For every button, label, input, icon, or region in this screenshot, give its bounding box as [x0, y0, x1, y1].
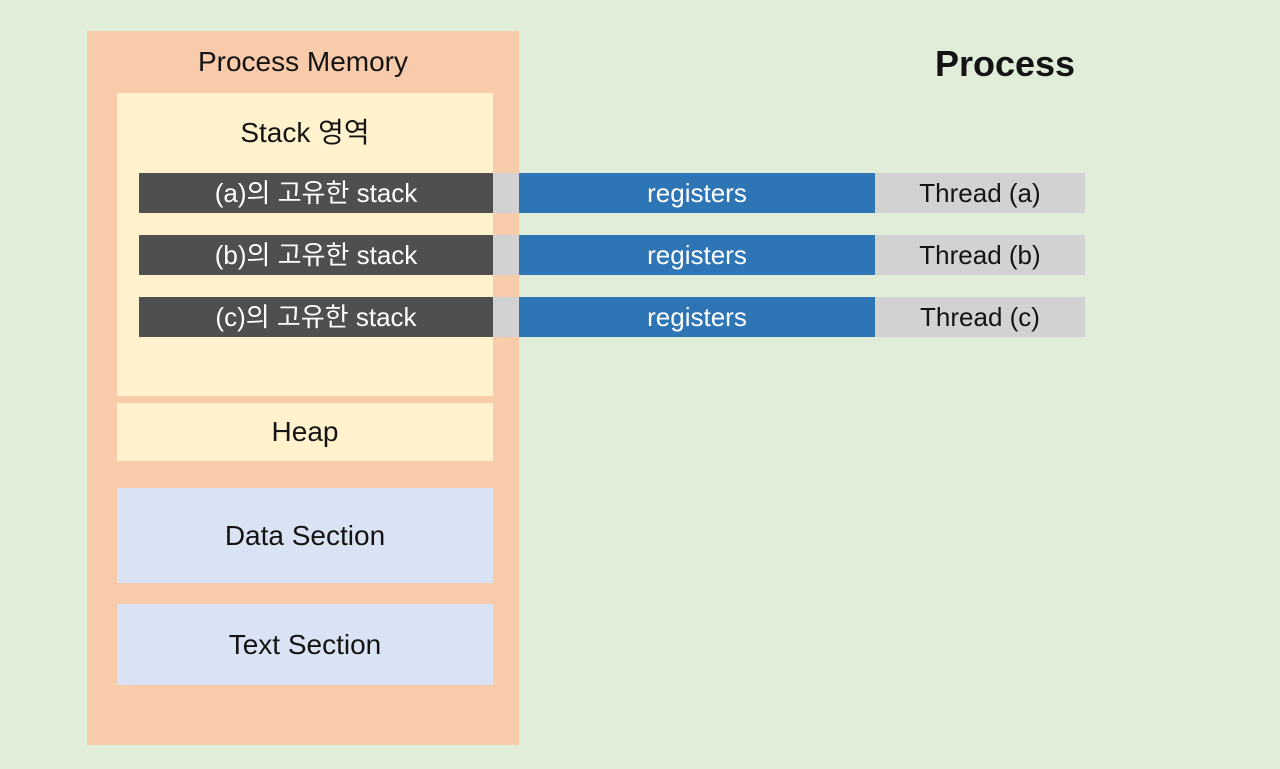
thread-label-b: Thread (b) — [919, 240, 1041, 270]
registers-box-b: registers — [519, 235, 875, 275]
text-section-box: Text Section — [117, 604, 493, 685]
process-memory-title: Process Memory — [197, 46, 409, 77]
thread-label-a: Thread (a) — [919, 178, 1041, 208]
stack-region-label: Stack 영역 — [240, 117, 370, 148]
stack-item-a: (a)의 고유한 stack — [139, 173, 493, 213]
registers-box-a: registers — [519, 173, 875, 213]
process-title: Process — [934, 43, 1076, 84]
stack-item-c: (c)의 고유한 stack — [139, 297, 493, 337]
thread-bar-a: registers Thread (a) — [493, 173, 1085, 213]
thread-bar-b: registers Thread (b) — [493, 235, 1085, 275]
heap-box: Heap — [117, 403, 493, 461]
thread-bar-c: registers Thread (c) — [493, 297, 1085, 337]
registers-box-c: registers — [519, 297, 875, 337]
data-section-box: Data Section — [117, 488, 493, 583]
thread-label-c: Thread (c) — [920, 302, 1040, 332]
stack-item-b: (b)의 고유한 stack — [139, 235, 493, 275]
